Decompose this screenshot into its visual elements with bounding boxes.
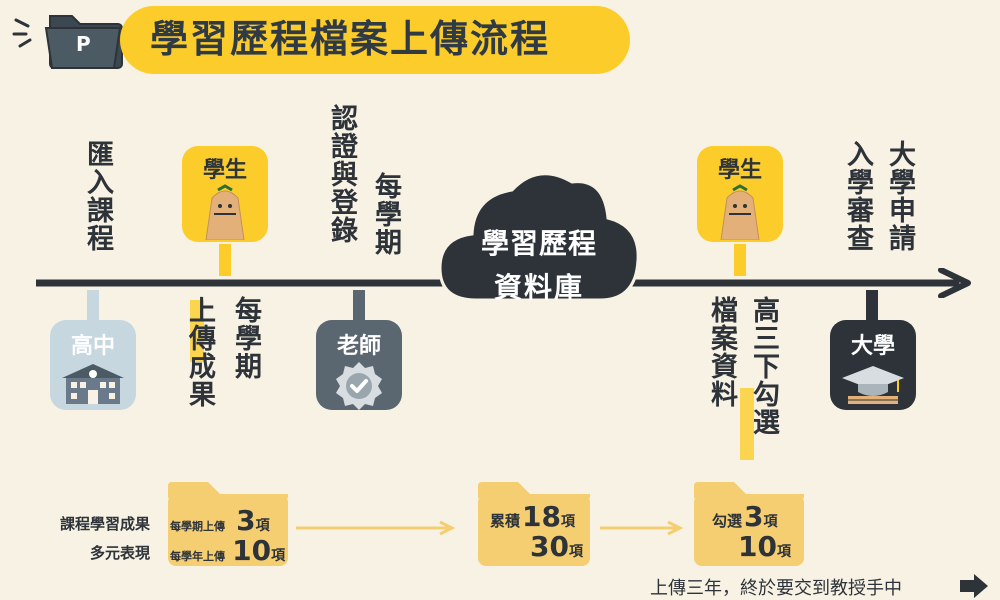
box3-unit-2: 項 [776, 544, 791, 560]
box1-line1-number: 3 [236, 504, 256, 537]
page-title: 學習歷程檔案上傳流程 [150, 17, 551, 61]
box3-line2: 10項 [738, 530, 791, 563]
university-node: 大學 [830, 320, 916, 410]
import-courses-text: 匯入課程 [82, 140, 113, 252]
connector [866, 290, 878, 320]
box3-prefix: 勾選 [712, 512, 743, 530]
flow-arrow [296, 520, 456, 536]
box2-number-1: 18 [522, 500, 561, 533]
portfolio-data-text: 檔案資料 [706, 296, 737, 408]
box3-number-2: 10 [738, 530, 777, 563]
student-avatar-icon [205, 184, 245, 240]
student-node-1: 學生 [182, 146, 268, 242]
school-building-icon [62, 364, 124, 404]
cloud-database [438, 172, 640, 302]
each-semester-text-2: 每學期 [370, 172, 401, 256]
university-apply-text: 大學申請 [884, 140, 915, 252]
box3-line1: 勾選3項 [712, 500, 778, 533]
row-label-course: 課程學習成果 [59, 515, 150, 533]
connector [734, 244, 746, 276]
title-banner [120, 6, 630, 74]
highlight-bar [740, 388, 754, 460]
high-school-label: 高中 [70, 334, 115, 359]
teacher-label: 老師 [336, 334, 381, 359]
connector [353, 290, 365, 320]
box1-line1: 每學期上傳 3項 [170, 504, 288, 537]
senior-select-text: 高三下勾選 [748, 296, 779, 436]
box3-number-1: 3 [744, 500, 764, 533]
high-school-node: 高中 [50, 320, 136, 410]
certified-badge-icon [336, 362, 382, 410]
student-node-2: 學生 [697, 146, 783, 242]
box3-unit-1: 項 [763, 514, 778, 530]
box1-line1-prefix: 每學期上傳 [170, 520, 225, 533]
each-semester-text: 每學期 [230, 296, 261, 380]
upload-results-text: 上傳成果 [184, 296, 215, 408]
teacher-node: 老師 [316, 320, 402, 410]
box1-line2-prefix: 每學年上傳 [170, 550, 225, 563]
student-avatar-icon [720, 184, 760, 240]
flow-arrow [600, 520, 684, 536]
folder-icon [44, 6, 126, 72]
connector [219, 244, 231, 276]
student-label-1: 學生 [202, 158, 247, 183]
arrow-right-icon [960, 574, 988, 598]
folder-box-1 [168, 494, 288, 566]
box2-prefix: 累積 [490, 512, 521, 530]
box2-unit-1: 項 [560, 514, 575, 530]
university-label: 大學 [850, 334, 895, 359]
box1-line2: 每學年上傳 10項 [170, 534, 288, 567]
footer-text: 上傳三年，終於要交到教授手中 [650, 578, 902, 599]
connector [87, 290, 99, 320]
box2-line2: 30項 [530, 530, 583, 563]
folder-box-2 [478, 494, 590, 566]
cloud-subtitle: 資料庫 [493, 271, 584, 304]
sparkle-icon [10, 12, 50, 52]
certify-record-text: 認證與登錄 [326, 104, 357, 244]
box1-line1-unit: 項 [255, 518, 270, 534]
cloud-title: 學習歷程 [480, 227, 597, 260]
box2-line1: 累積18項 [490, 500, 575, 533]
box2-unit-2: 項 [568, 544, 583, 560]
folder-letter: P [76, 32, 91, 56]
box2-number-2: 30 [530, 530, 569, 563]
row-label-diverse: 多元表現 [89, 544, 150, 562]
folder-box-3 [694, 494, 804, 566]
box1-line2-unit: 項 [271, 548, 286, 564]
box1-line2-number: 10 [232, 534, 272, 567]
student-label-2: 學生 [717, 158, 762, 183]
admission-review-text: 入學審查 [842, 140, 873, 252]
graduation-cap-icon [842, 366, 904, 404]
highlight-bar [190, 300, 204, 362]
